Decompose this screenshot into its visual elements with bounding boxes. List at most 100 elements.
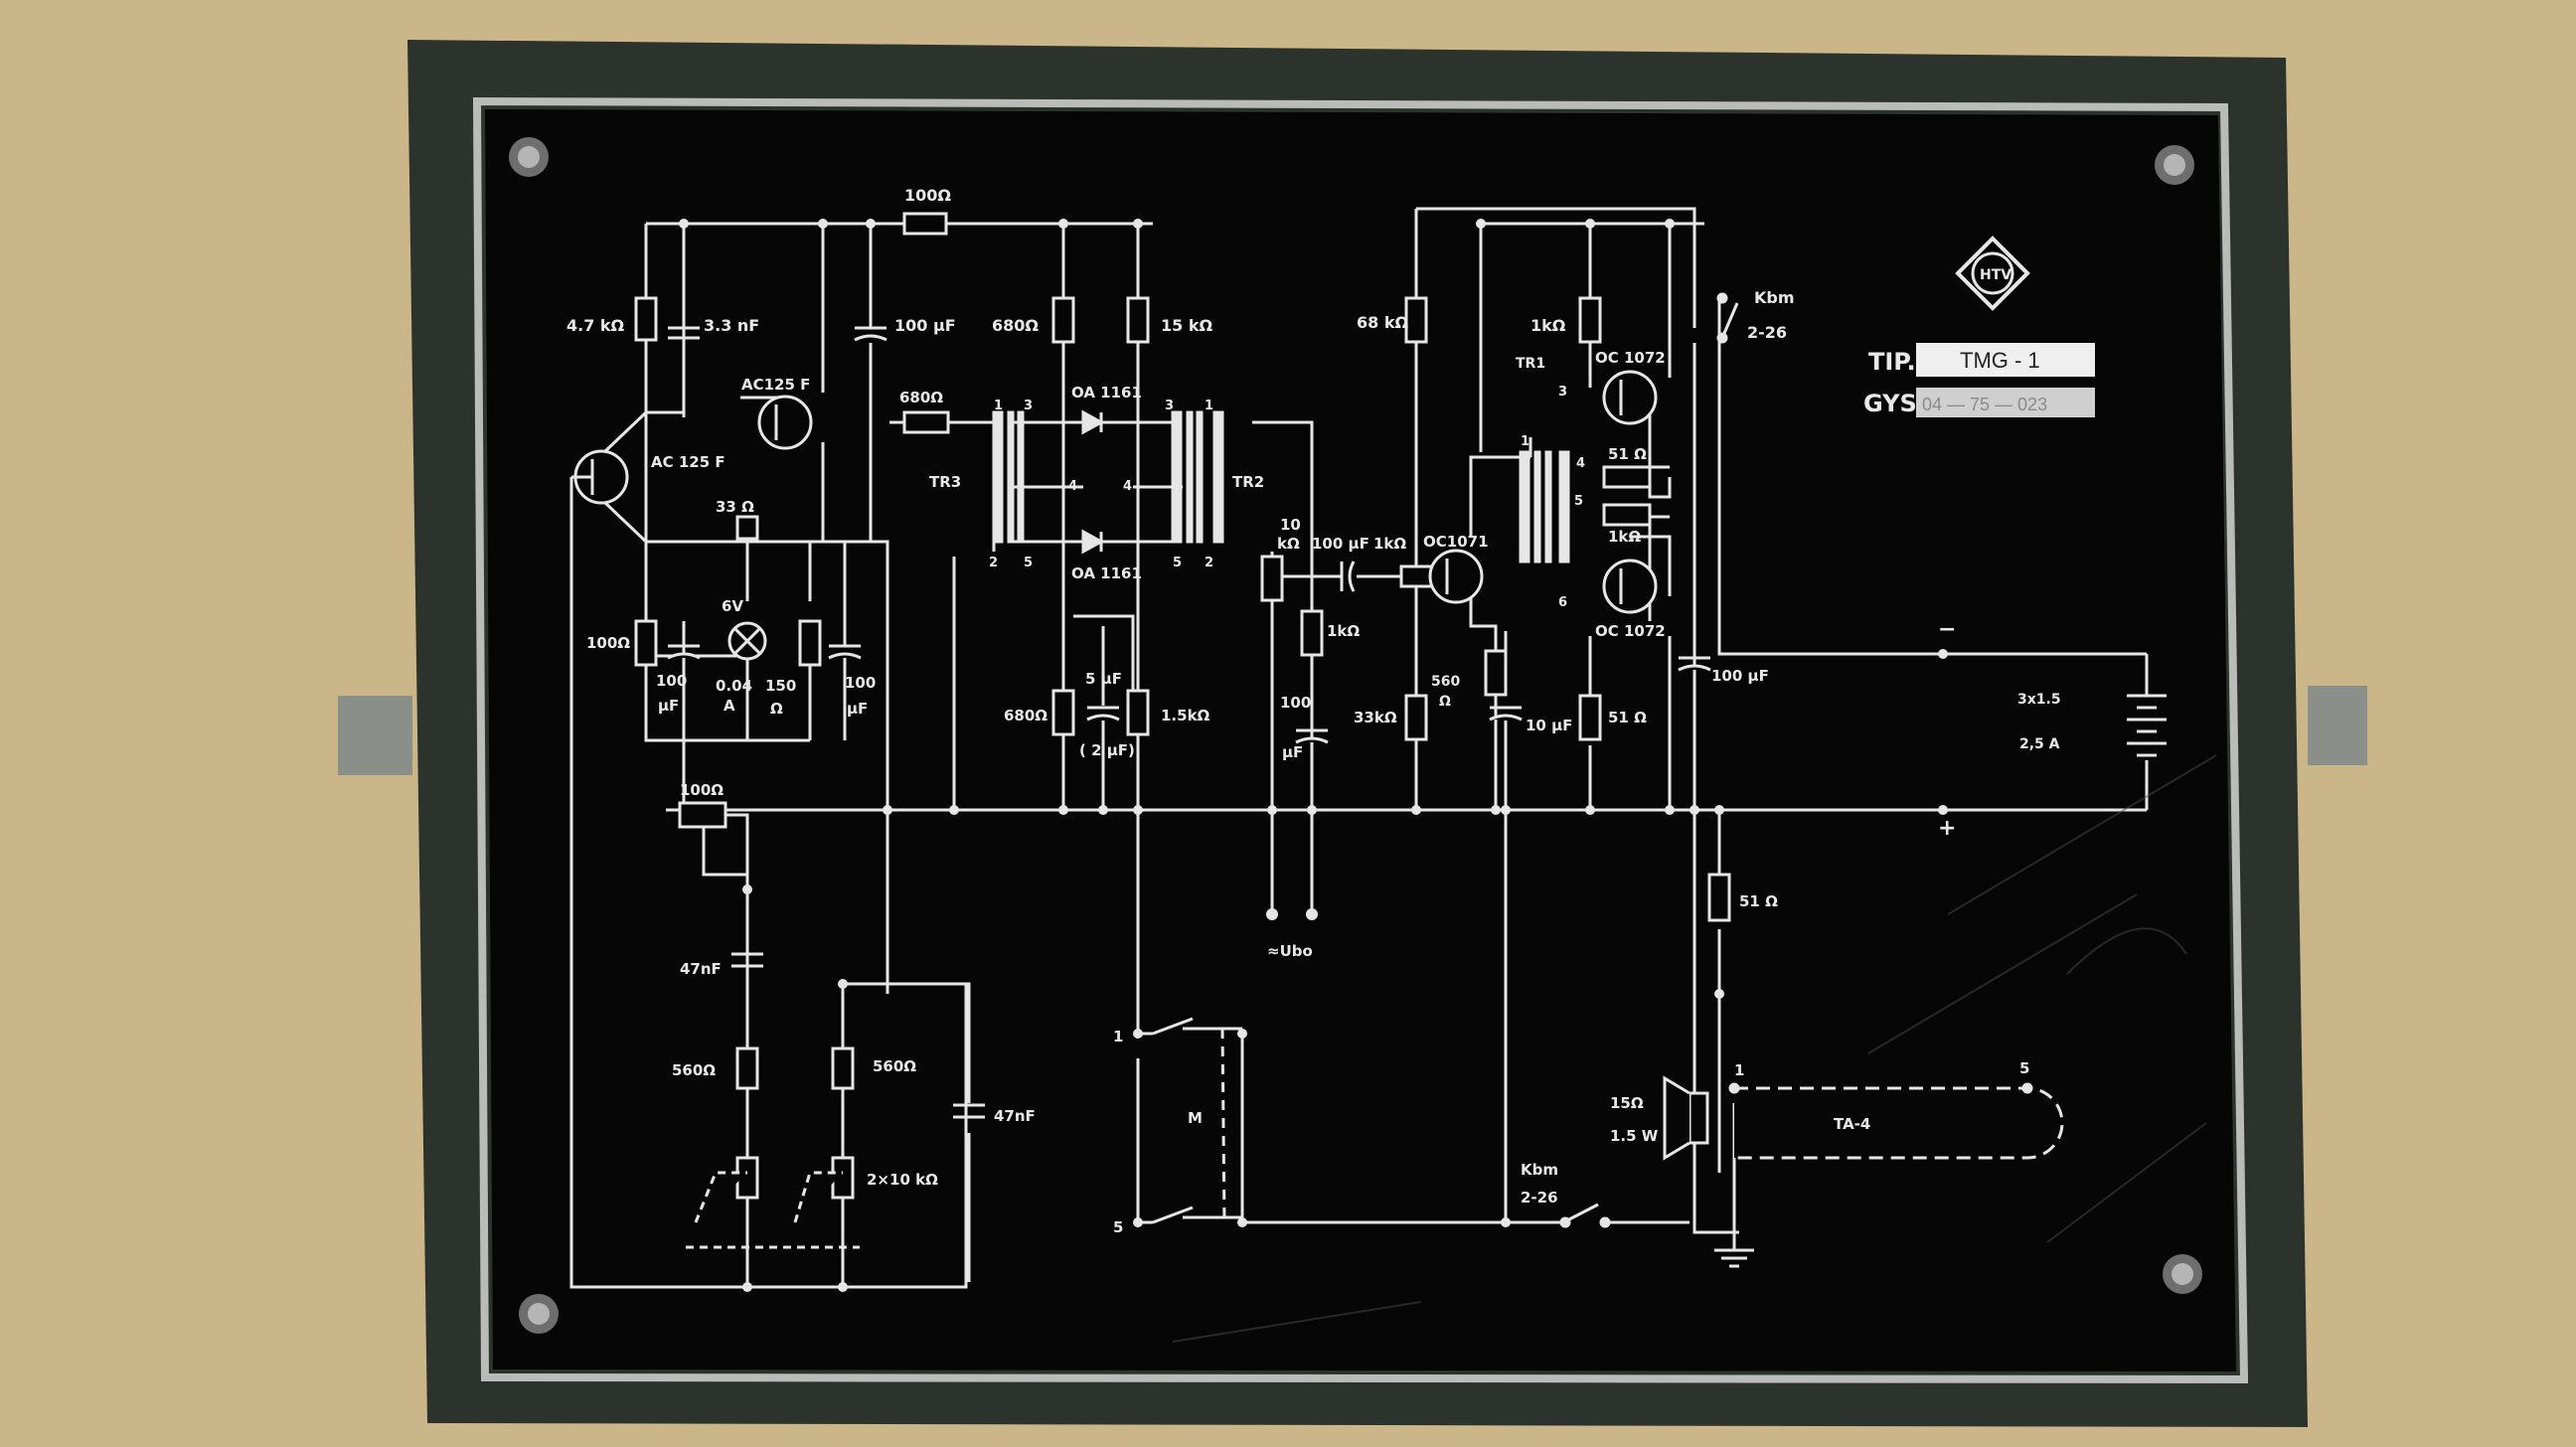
junction-dots	[679, 219, 1948, 1292]
screw-icon	[519, 1294, 559, 1334]
transistor-icon	[757, 395, 813, 450]
capacitor-icon	[854, 326, 887, 342]
label: OA 1161	[1071, 384, 1142, 402]
capacitor-icon	[1340, 561, 1356, 592]
diode-icon	[1081, 409, 1105, 435]
resistor-icon	[902, 212, 948, 236]
label: 51 Ω	[1608, 709, 1647, 726]
switch-icon	[1559, 1203, 1611, 1228]
label: 100Ω	[586, 634, 630, 652]
label: 2×10 kΩ	[867, 1171, 938, 1189]
label: 33kΩ	[1354, 709, 1397, 726]
capacitor-icon	[1678, 656, 1711, 672]
label: Ω	[1439, 694, 1451, 710]
label: +	[1938, 816, 1956, 841]
transistor-icon	[1428, 549, 1484, 604]
label: 51 Ω	[1739, 892, 1778, 910]
label: 15Ω	[1610, 1094, 1644, 1112]
label: 6	[1558, 595, 1567, 610]
label: 4	[1123, 479, 1132, 494]
label: 4	[1576, 456, 1585, 471]
transformer-icon	[1519, 450, 1570, 563]
label: OC1071	[1423, 533, 1489, 551]
label: 47nF	[994, 1107, 1036, 1125]
resistor-icon	[1707, 873, 1731, 922]
label: ≈Ubo	[1267, 942, 1313, 960]
label: 4.7 kΩ	[566, 316, 625, 335]
transistor-icon	[571, 449, 629, 505]
label: TR1	[1516, 356, 1545, 372]
label: μF	[658, 697, 679, 715]
label: AC 125 F	[651, 453, 725, 471]
label: 100	[845, 674, 876, 692]
label: 68 kΩ	[1357, 313, 1408, 332]
label: 2	[1521, 548, 1530, 563]
logo-text: HTV	[1980, 267, 2012, 283]
transformer-icon	[1171, 410, 1224, 544]
screw-icon	[2155, 145, 2194, 185]
left-clip	[338, 696, 412, 775]
label: 51 Ω	[1608, 445, 1647, 463]
gysz-value: 04 — 75 — 023	[1922, 395, 2047, 414]
switch-icon	[1152, 1017, 1242, 1224]
label: 10 μF	[1526, 717, 1572, 734]
transistor-icon	[1602, 370, 1658, 425]
label: 2-26	[1521, 1189, 1558, 1206]
resistor-icon	[634, 619, 658, 667]
resistor-icon	[735, 1046, 759, 1090]
label: 560	[1431, 674, 1460, 690]
capacitor-icon	[1295, 728, 1329, 744]
ground-icon	[1714, 1237, 1754, 1268]
label: TR2	[1232, 473, 1264, 491]
label: 3	[1558, 385, 1567, 400]
label: OC 1072	[1595, 622, 1666, 640]
label: 680Ω	[992, 316, 1039, 335]
tip-value: TMG - 1	[1960, 348, 2040, 373]
label: 1	[1205, 399, 1213, 413]
label: OC 1072	[1595, 349, 1666, 367]
resistor-icon	[902, 410, 950, 434]
resistor-icon	[1484, 649, 1508, 697]
label: 5	[1173, 556, 1182, 570]
screw-icon	[2163, 1254, 2202, 1294]
resistor-icon	[1051, 689, 1075, 736]
label: 5	[1024, 556, 1033, 570]
label: 3.3 nF	[704, 316, 759, 335]
resistor-icon	[1300, 609, 1324, 657]
label: 100 μF	[1711, 667, 1769, 685]
manufacturer-logo: HTV	[1955, 236, 2030, 311]
label: 5 μF	[1085, 670, 1122, 688]
label: 6V	[722, 597, 743, 615]
components	[571, 212, 2167, 1268]
component-labels: 100Ω 4.7 kΩ 3.3 nF 100 μF 680Ω 15 kΩ 68 …	[566, 186, 2061, 1236]
resistor-icon	[1260, 555, 1284, 602]
transistor-icon	[1602, 559, 1658, 614]
resistor-icon	[1126, 689, 1150, 736]
resistor-icon	[1578, 296, 1602, 344]
capacitor-icon	[1489, 706, 1523, 722]
label: 10	[1280, 516, 1301, 534]
type-plate: TIP. TMG - 1 GYSZ 04 — 75 — 023	[1863, 343, 2095, 417]
label: 3x1.5	[2017, 692, 2061, 708]
label: 3	[1165, 399, 1174, 413]
label: 1	[1521, 434, 1530, 449]
diode-icon	[1081, 529, 1105, 555]
resistor-icon	[798, 619, 822, 667]
resistor-icon	[1404, 296, 1428, 344]
label: 100Ω	[680, 781, 724, 799]
resistor-icon	[1602, 503, 1652, 527]
label: μF	[1282, 743, 1303, 761]
label: 3	[1024, 399, 1033, 413]
label: 100Ω	[904, 186, 951, 205]
capacitor-icon	[1086, 706, 1120, 722]
label: Kbm	[1521, 1161, 1558, 1179]
label: A	[724, 697, 735, 715]
label: 5	[1574, 494, 1583, 509]
label: 100 μF	[1312, 535, 1369, 553]
circuit-wiring	[569, 207, 2149, 1289]
label: 1kΩ	[1373, 535, 1406, 553]
label: 1	[1113, 1028, 1123, 1045]
label: 560Ω	[873, 1057, 916, 1075]
label: 1kΩ	[1530, 316, 1566, 335]
resistor-icon	[1126, 296, 1150, 344]
